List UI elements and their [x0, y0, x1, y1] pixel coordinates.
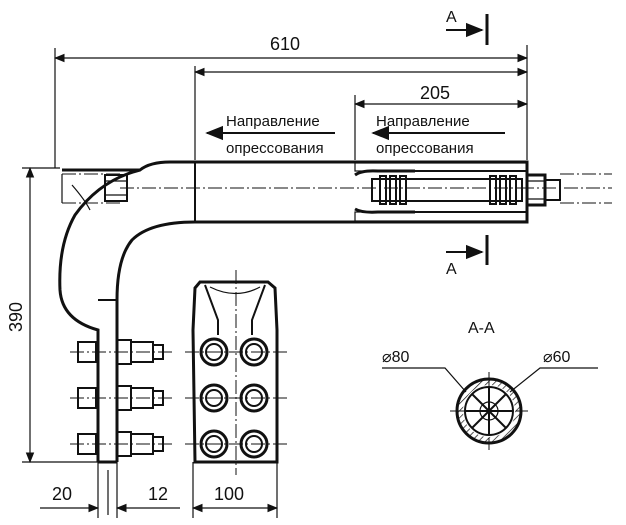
dimension-sleeve: 205: [353, 83, 529, 160]
bolt-row-2: [70, 385, 172, 411]
dimension-610-label: 610: [270, 34, 300, 54]
section-marker-bottom-label: A: [446, 261, 457, 278]
section-marker-bottom: A: [446, 235, 489, 278]
outer-diameter-label: ⌀80: [382, 349, 410, 366]
clamp-body: [58, 160, 612, 464]
dimension-390-label: 390: [6, 302, 26, 332]
compression-sleeve: [354, 160, 612, 224]
dimension-offsets: 20 12: [40, 462, 180, 518]
dimension-205-label: 205: [420, 83, 450, 103]
section-marker-top: A: [446, 9, 489, 45]
dimension-20-label: 20: [52, 484, 72, 504]
direction-note-left: Направление опрессования: [205, 113, 335, 157]
direction-note-1-line1: Направление: [226, 113, 320, 130]
section-aa: A-A ⌀80 ⌀60: [382, 320, 598, 450]
dimension-12-label: 12: [148, 484, 168, 504]
bolt-row-3: [70, 431, 172, 457]
dimension-overall: 610: [53, 34, 529, 168]
section-marker-top-label: A: [446, 9, 457, 26]
direction-note-1-line2: опрессования: [226, 140, 324, 157]
dimension-body: [193, 66, 529, 160]
bolt-holes: [199, 337, 269, 459]
bolt-group-side: [70, 339, 172, 515]
direction-note-2-line2: опрессования: [376, 140, 474, 157]
section-title: A-A: [468, 320, 495, 337]
dimension-100-label: 100: [214, 484, 244, 504]
inner-diameter-label: ⌀60: [543, 349, 571, 366]
direction-note-2-line1: Направление: [376, 113, 470, 130]
dimension-height: 390: [6, 166, 98, 464]
dimension-plate-width: 100: [191, 462, 279, 518]
plate-front-view: [185, 270, 287, 475]
bolt-row-1: [70, 339, 172, 365]
direction-note-right: Направление опрессования: [371, 113, 505, 157]
